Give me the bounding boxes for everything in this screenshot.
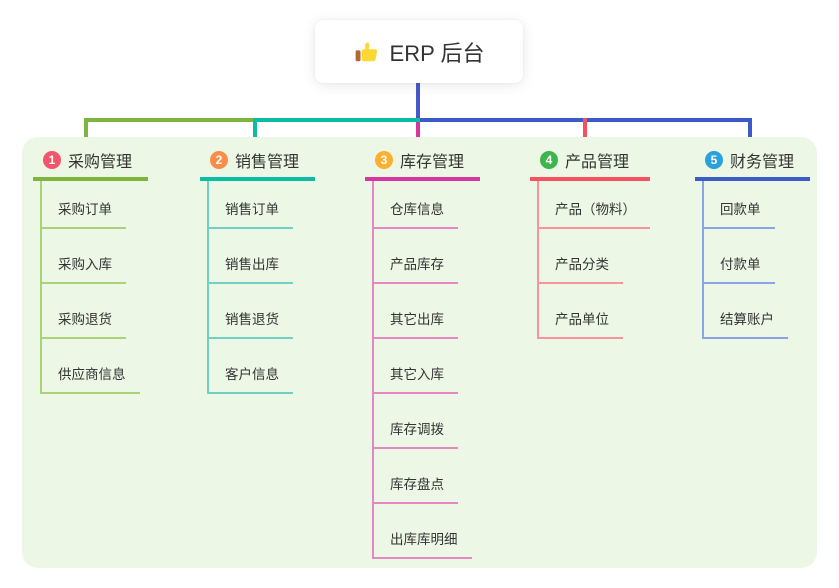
item-label: 采购订单: [58, 202, 112, 217]
mindmap-item-node[interactable]: 销售出库: [209, 229, 293, 284]
branch-number-badge: 2: [210, 150, 228, 169]
item-label: 产品单位: [555, 312, 609, 327]
branch-title-node[interactable]: 4 产品管理: [530, 146, 650, 181]
connector-drop-product: [583, 118, 587, 144]
item-label: 供应商信息: [58, 367, 126, 382]
item-label: 出库库明细: [390, 532, 458, 547]
branch-title-node[interactable]: 2 销售管理: [200, 146, 315, 181]
mindmap-item-node[interactable]: 产品（物料）: [539, 181, 650, 229]
branch-label: 库存管理: [400, 153, 465, 171]
mindmap-item-node[interactable]: 采购订单: [42, 181, 126, 229]
connector-root-drop: [416, 83, 420, 120]
mindmap-item-node[interactable]: 其它入库: [374, 339, 458, 394]
item-label: 仓库信息: [390, 202, 444, 217]
branch-label: 产品管理: [565, 153, 630, 171]
mindmap-item-node[interactable]: 采购入库: [42, 229, 126, 284]
mindmap-item-node[interactable]: 销售退货: [209, 284, 293, 339]
mindmap-item-node[interactable]: 客户信息: [209, 339, 293, 394]
mindmap-branch: 1 采购管理 采购订单采购入库采购退货供应商信息: [33, 146, 148, 394]
mindmap-item-node[interactable]: 供应商信息: [42, 339, 140, 394]
item-label: 库存盘点: [390, 477, 444, 492]
branch-items: 回款单付款单结算账户: [702, 181, 788, 339]
mindmap-item-node[interactable]: 库存盘点: [374, 449, 458, 504]
mindmap-branch: 5 财务管理 回款单付款单结算账户: [695, 146, 810, 339]
mindmap-branch: 4 产品管理 产品（物料） 产品分类产品单位: [530, 146, 650, 339]
branch-number-badge: 5: [705, 150, 723, 169]
branch-number-badge: 4: [540, 150, 558, 169]
mindmap-item-node[interactable]: 仓库信息: [374, 181, 458, 229]
mindmap-item-node[interactable]: 销售订单: [209, 181, 293, 229]
mindmap-item-node[interactable]: 采购退货: [42, 284, 126, 339]
connector-drop-purchase: [84, 118, 88, 144]
branch-number-badge: 1: [43, 150, 61, 169]
item-label: 客户信息: [225, 367, 279, 382]
branch-label: 财务管理: [730, 153, 795, 171]
item-label: 采购退货: [58, 312, 112, 327]
connector-drop-inventory: [416, 122, 420, 144]
item-label: 其它入库: [390, 367, 444, 382]
mindmap-background-panel: [22, 137, 817, 568]
item-label: 销售退货: [225, 312, 279, 327]
mindmap-item-node[interactable]: 其它出库: [374, 284, 458, 339]
item-label: 销售订单: [225, 202, 279, 217]
item-label: 采购入库: [58, 257, 112, 272]
mindmap-branch: 2 销售管理 销售订单销售出库销售退货客户信息: [200, 146, 315, 394]
root-node-title: ERP 后台: [389, 40, 485, 66]
mindmap-item-node[interactable]: 产品库存: [374, 229, 458, 284]
mindmap-item-node[interactable]: 产品单位: [539, 284, 623, 339]
connector-horizontal-teal: [255, 118, 420, 122]
branch-title-node[interactable]: 3 库存管理: [365, 146, 480, 181]
root-node-erp[interactable]: ERP 后台: [315, 20, 523, 83]
mindmap-item-node[interactable]: 库存调拨: [374, 394, 458, 449]
mindmap-branch: 3 库存管理 仓库信息产品库存其它出库其它入库库存调拨库存盘点出库库明细: [365, 146, 480, 559]
connector-drop-sales: [253, 118, 257, 144]
item-label: 库存调拨: [390, 422, 444, 437]
thumbs-up-icon: [354, 39, 380, 65]
item-label: 产品库存: [390, 257, 444, 272]
branch-items: 产品（物料） 产品分类产品单位: [537, 181, 650, 339]
branch-title-node[interactable]: 1 采购管理: [33, 146, 148, 181]
branch-label: 销售管理: [235, 153, 300, 171]
item-label: 产品（物料）: [555, 202, 636, 217]
item-label: 结算账户: [720, 312, 774, 327]
branch-items: 采购订单采购入库采购退货供应商信息: [40, 181, 140, 394]
item-label: 产品分类: [555, 257, 609, 272]
mindmap-item-node[interactable]: 结算账户: [704, 284, 788, 339]
branch-label: 采购管理: [68, 153, 133, 171]
branch-number-badge: 3: [375, 150, 393, 169]
item-label: 付款单: [720, 257, 761, 272]
connector-horizontal-green: [84, 118, 255, 122]
mindmap-item-node[interactable]: 出库库明细: [374, 504, 472, 559]
mindmap-item-node[interactable]: 产品分类: [539, 229, 623, 284]
branch-items: 销售订单销售出库销售退货客户信息: [207, 181, 293, 394]
branch-items: 仓库信息产品库存其它出库其它入库库存调拨库存盘点出库库明细: [372, 181, 472, 559]
branch-title-node[interactable]: 5 财务管理: [695, 146, 810, 181]
mindmap-item-node[interactable]: 回款单: [704, 181, 775, 229]
item-label: 其它出库: [390, 312, 444, 327]
item-label: 回款单: [720, 202, 761, 217]
connector-drop-finance: [748, 118, 752, 144]
mindmap-item-node[interactable]: 付款单: [704, 229, 775, 284]
item-label: 销售出库: [225, 257, 279, 272]
